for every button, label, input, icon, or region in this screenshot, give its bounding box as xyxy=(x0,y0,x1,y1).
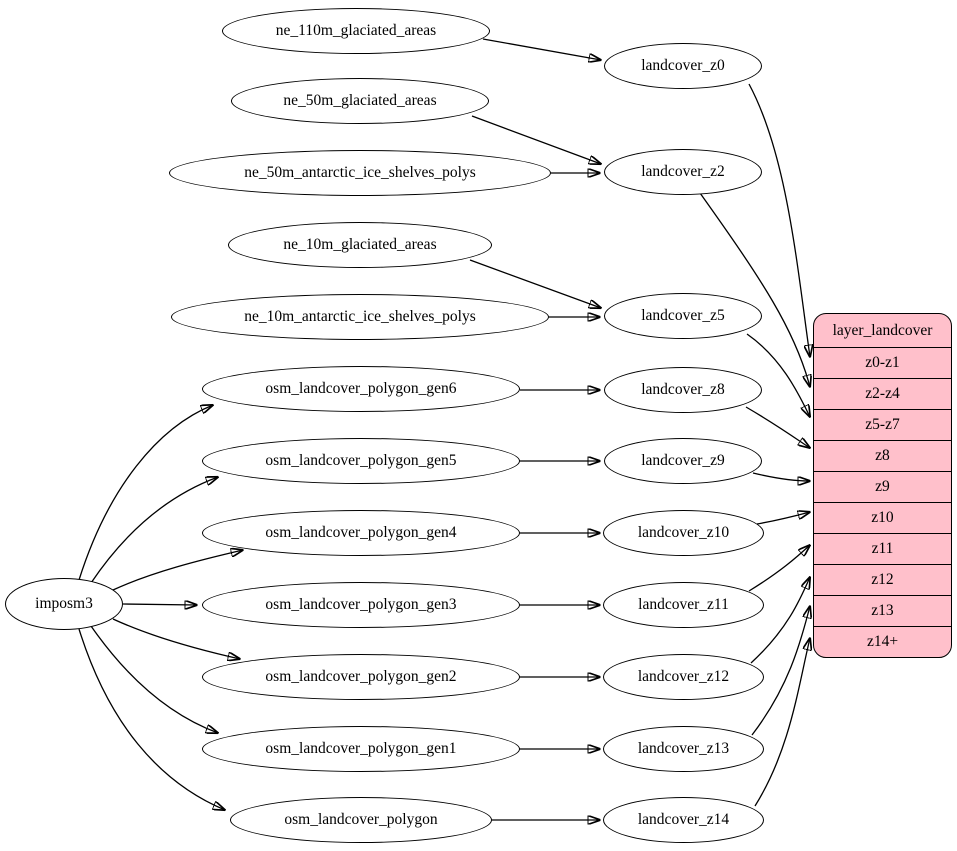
node-ne-50m-antarctic-ice-shelves-polys: ne_50m_antarctic_ice_shelves_polys xyxy=(169,150,551,196)
node-landcover-z2: landcover_z2 xyxy=(604,149,762,195)
edge-imposm3-to-gen6 xyxy=(78,405,213,581)
node-landcover-z13: landcover_z13 xyxy=(603,726,764,772)
node-osm-landcover-polygon-gen1: osm_landcover_polygon_gen1 xyxy=(202,726,520,772)
layer-table-row-z12: z12 xyxy=(814,564,951,595)
edge-imposm3-to-gen3 xyxy=(122,604,197,605)
node-ne-50m-glaciated-areas: ne_50m_glaciated_areas xyxy=(231,78,489,124)
edge-z8-to-row xyxy=(745,406,810,448)
layer-table-row-z14plus: z14+ xyxy=(814,626,951,657)
edge-z10-to-row xyxy=(756,512,810,525)
edge-ne110m-to-z0 xyxy=(482,38,601,60)
node-ne-10m-antarctic-ice-shelves-polys: ne_10m_antarctic_ice_shelves_polys xyxy=(171,294,549,340)
edge-imposm3-to-gen4 xyxy=(112,550,243,591)
node-ne-110m-glaciated-areas: ne_110m_glaciated_areas xyxy=(222,8,490,54)
node-landcover-z5: landcover_z5 xyxy=(604,293,762,339)
layer-table-row-z13: z13 xyxy=(814,595,951,626)
layer-table-row-z0-z1: z0-z1 xyxy=(814,347,951,378)
layer-table: layer_landcover z0-z1 z2-z4 z5-z7 z8 z9 … xyxy=(813,313,952,658)
edge-ne50mg-to-z2 xyxy=(471,115,601,164)
layer-table-row-z2-z4: z2-z4 xyxy=(814,378,951,409)
edge-imposm3-to-gen5 xyxy=(90,477,218,584)
edge-imposm3-to-poly xyxy=(78,628,225,810)
node-osm-landcover-polygon-gen3: osm_landcover_polygon_gen3 xyxy=(202,582,520,628)
edge-z5-to-row xyxy=(746,333,810,417)
node-landcover-z14: landcover_z14 xyxy=(603,797,764,843)
node-imposm3: imposm3 xyxy=(5,578,123,630)
node-landcover-z10: landcover_z10 xyxy=(603,510,764,556)
layer-table-row-z8: z8 xyxy=(814,440,951,471)
node-osm-landcover-polygon-gen6: osm_landcover_polygon_gen6 xyxy=(202,366,520,412)
layer-table-header: layer_landcover xyxy=(832,321,933,339)
edge-z14-to-row xyxy=(754,638,810,807)
node-osm-landcover-polygon-gen4: osm_landcover_polygon_gen4 xyxy=(202,510,520,556)
layer-table-row-z10: z10 xyxy=(814,502,951,533)
edge-z0-to-row xyxy=(748,83,810,357)
edge-z12-to-row xyxy=(750,577,810,664)
layer-table-row-z11: z11 xyxy=(814,533,951,564)
node-osm-landcover-polygon-gen5: osm_landcover_polygon_gen5 xyxy=(202,438,520,484)
node-landcover-z9: landcover_z9 xyxy=(604,438,762,484)
edge-ne10mg-to-z5 xyxy=(469,259,601,308)
node-landcover-z12: landcover_z12 xyxy=(603,654,764,700)
edge-z13-to-row xyxy=(751,606,810,736)
node-landcover-z0: landcover_z0 xyxy=(604,43,762,89)
node-ne-10m-glaciated-areas: ne_10m_glaciated_areas xyxy=(228,222,492,268)
edge-imposm3-to-gen1 xyxy=(90,625,218,733)
node-landcover-z11: landcover_z11 xyxy=(603,582,764,628)
node-landcover-z8: landcover_z8 xyxy=(604,367,762,413)
edge-imposm3-to-gen2 xyxy=(112,618,240,659)
node-osm-landcover-polygon: osm_landcover_polygon xyxy=(230,797,492,843)
node-osm-landcover-polygon-gen2: osm_landcover_polygon_gen2 xyxy=(202,654,520,700)
layer-table-row-z9: z9 xyxy=(814,471,951,502)
edge-z2-to-row xyxy=(699,192,810,387)
edge-z11-to-row xyxy=(748,545,810,592)
edge-z9-to-row xyxy=(752,472,810,481)
layer-table-row-z5-z7: z5-z7 xyxy=(814,409,951,440)
